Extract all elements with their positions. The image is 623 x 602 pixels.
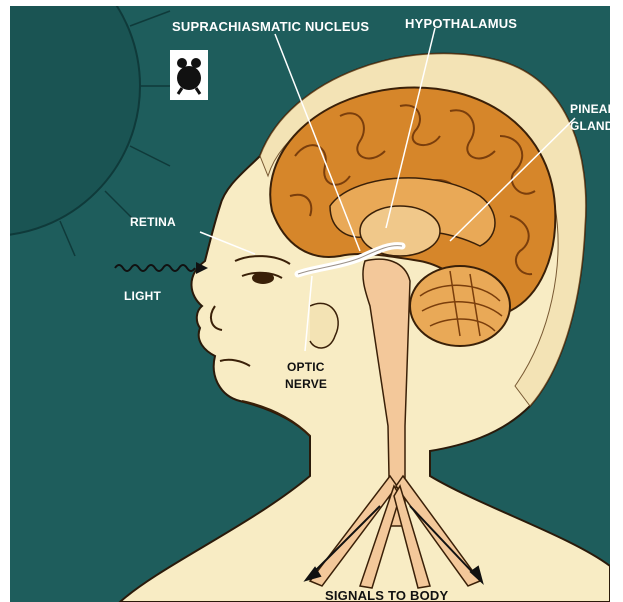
label-gland: GLAND bbox=[570, 119, 610, 133]
diagram-frame: SUPRACHIASMATIC NUCLEUS HYPOTHALAMUS PIN… bbox=[10, 6, 610, 602]
label-suprachiasmatic-nucleus: SUPRACHIASMATIC NUCLEUS bbox=[172, 19, 369, 34]
label-retina: RETINA bbox=[130, 215, 176, 229]
label-pineal: PINEAL bbox=[570, 102, 610, 116]
label-light: LIGHT bbox=[124, 289, 161, 303]
label-signals-to-body: SIGNALS TO BODY bbox=[325, 588, 449, 602]
label-nerve: NERVE bbox=[285, 377, 327, 391]
label-optic: OPTIC bbox=[287, 360, 325, 374]
brain-diagram: SUPRACHIASMATIC NUCLEUS HYPOTHALAMUS PIN… bbox=[10, 6, 610, 602]
alarm-clock-icon bbox=[170, 50, 208, 100]
label-hypothalamus: HYPOTHALAMUS bbox=[405, 16, 517, 31]
